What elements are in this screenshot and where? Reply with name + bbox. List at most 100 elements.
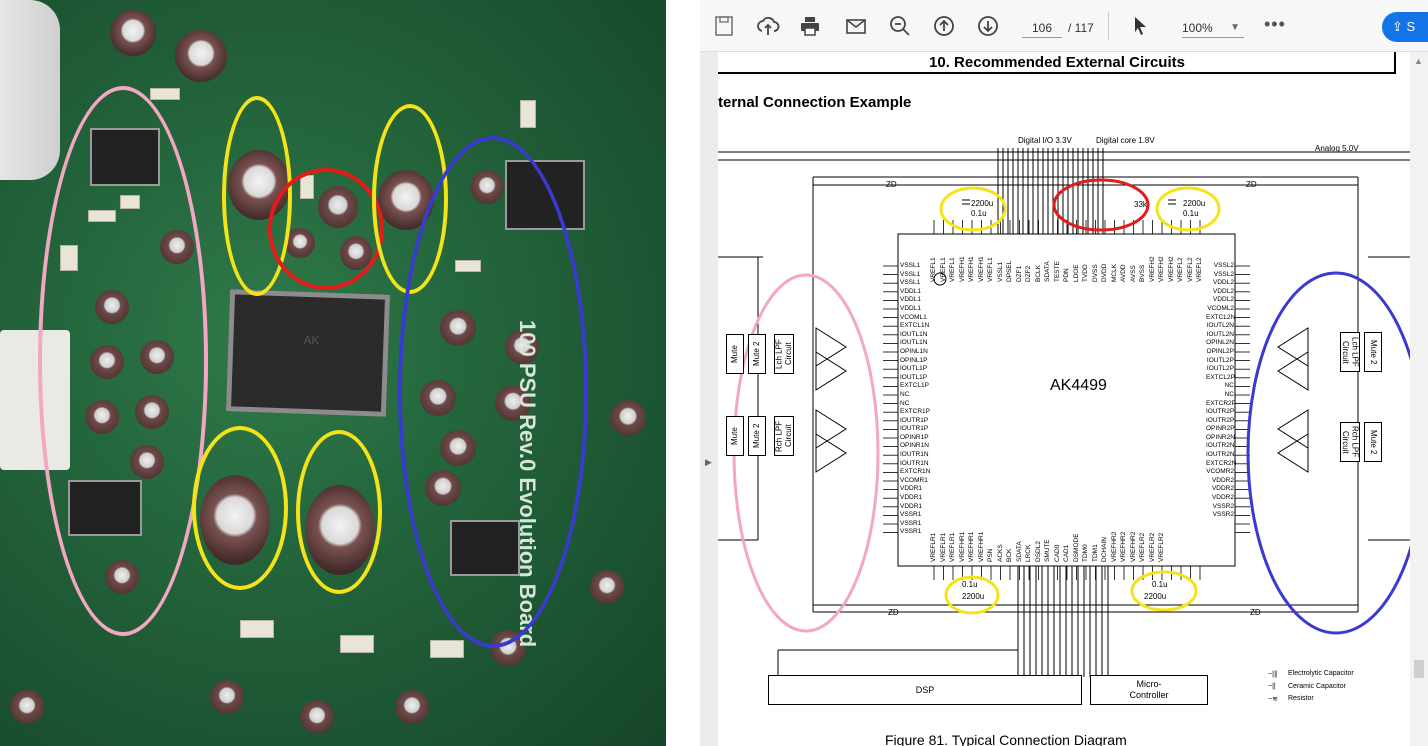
page-number-input[interactable]: 106 bbox=[1022, 18, 1062, 38]
pin-label: BVSS bbox=[1139, 264, 1146, 282]
block-mute2: Mute 2 bbox=[748, 334, 766, 374]
chip-marking: AK bbox=[303, 332, 320, 348]
cap-value-label: 0.1u bbox=[1183, 209, 1199, 218]
pin-label: VREFL2 bbox=[1196, 257, 1203, 282]
zoom-select[interactable]: 100% ▼ bbox=[1182, 18, 1244, 38]
smd-part bbox=[340, 635, 374, 653]
pin-label: VSSL1 bbox=[996, 261, 1004, 282]
block-mute2-right: Mute 2 bbox=[1364, 422, 1382, 462]
pin-label: DSMODE bbox=[1072, 533, 1080, 562]
pin-label: VDDR1 bbox=[900, 502, 923, 510]
pin-label: VSSR1 bbox=[900, 528, 922, 536]
page-up-icon[interactable] bbox=[932, 14, 956, 38]
pin-label: EXTCR1N bbox=[900, 468, 931, 476]
share-label: S bbox=[1406, 19, 1416, 34]
pin-label: IOUTR1P bbox=[900, 416, 929, 424]
legend-item: Electrolytic Capacitor bbox=[1288, 670, 1354, 677]
pin-label: VDDL2 bbox=[1213, 287, 1234, 295]
legend-ceramic-icon: −|| bbox=[1268, 683, 1276, 690]
pin-label: NC bbox=[1224, 382, 1234, 390]
sidebar-toggle[interactable]: ▶ bbox=[700, 52, 718, 746]
cursor-icon[interactable] bbox=[1128, 14, 1152, 38]
chevron-down-icon: ▼ bbox=[1230, 22, 1240, 33]
more-icon[interactable]: ••• bbox=[1264, 14, 1286, 34]
capacitor bbox=[590, 570, 624, 604]
block-lch-lpf: Lch LPF Circuit bbox=[774, 334, 794, 374]
mail-icon[interactable] bbox=[844, 14, 868, 38]
pin-label: VREFHR1 bbox=[968, 531, 975, 562]
pin-label: TVDD bbox=[1082, 264, 1089, 282]
pin-label: VREFH2 bbox=[1167, 256, 1175, 282]
pin-label: TDM0 bbox=[1082, 544, 1089, 562]
pin-label: IOUTL1P bbox=[900, 373, 928, 381]
pin-label: ACKS bbox=[996, 544, 1004, 562]
chevron-right-icon: ▶ bbox=[705, 457, 712, 467]
share-icon: ⇪ bbox=[1392, 19, 1403, 34]
zd-label: ZD bbox=[888, 608, 899, 617]
pink-ellipse bbox=[38, 86, 208, 636]
pin-label: CAD0 bbox=[1053, 544, 1061, 562]
scroll-thumb[interactable] bbox=[1414, 660, 1424, 678]
pin-label: VCOML1 bbox=[900, 313, 927, 321]
pin-label: EXTCR1P bbox=[900, 408, 930, 416]
pin-label: EXTCL2N bbox=[1206, 313, 1236, 321]
pin-label: VCOML2 bbox=[1207, 304, 1234, 312]
legend-item: Resistor bbox=[1288, 695, 1314, 702]
pin-label: DZF1 bbox=[1015, 265, 1023, 282]
pin-label: PDN bbox=[1063, 268, 1070, 282]
capacitor bbox=[175, 30, 227, 82]
schematic-drawing bbox=[718, 148, 1410, 677]
pin-label: OPINL1P bbox=[900, 356, 928, 364]
capacitor bbox=[300, 700, 334, 734]
block-mute: Mute bbox=[726, 416, 744, 456]
pin-label: OPINR1P bbox=[900, 433, 929, 441]
dsp-block: DSP bbox=[768, 675, 1082, 705]
pin-label: OPINL1N bbox=[900, 347, 928, 355]
pin-label: VREFL1 bbox=[930, 257, 937, 282]
print-icon[interactable] bbox=[798, 14, 822, 38]
pin-label: VREFHR1 bbox=[977, 531, 985, 562]
pin-label: IOUTL1N bbox=[900, 330, 928, 338]
pin-label: VDDL2 bbox=[1213, 296, 1234, 304]
share-button[interactable]: ⇪ S bbox=[1382, 12, 1428, 42]
save-icon[interactable] bbox=[712, 14, 736, 38]
pin-label: VREFH1 bbox=[968, 256, 975, 282]
resize-handle-icon[interactable]: ↗ bbox=[656, 730, 668, 746]
pin-label: VREFLR2 bbox=[1148, 532, 1156, 562]
zd-label: ZD bbox=[1246, 180, 1257, 189]
vertical-scrollbar[interactable]: ▲ bbox=[1410, 52, 1428, 746]
smd-part bbox=[520, 100, 536, 128]
pin-label: IOUTL2N bbox=[1206, 322, 1234, 330]
pin-label: VREFH2 bbox=[1158, 256, 1165, 282]
pin-label: VREFL1 bbox=[939, 257, 947, 282]
capacitor bbox=[10, 690, 44, 724]
page-down-icon[interactable] bbox=[976, 14, 1000, 38]
pin-label: VDDR1 bbox=[900, 494, 923, 502]
pin-label: VREFLR2 bbox=[1139, 532, 1146, 562]
block-rch-lpf-right: Rch LPF Circuit bbox=[1340, 422, 1360, 462]
pin-label: TDM1 bbox=[1091, 544, 1099, 562]
pin-label: NC bbox=[900, 399, 910, 407]
capacitor bbox=[110, 10, 156, 56]
toolbar-divider bbox=[1108, 12, 1109, 40]
red-ellipse bbox=[1052, 178, 1150, 232]
pin-label: VREFHR2 bbox=[1120, 531, 1127, 562]
block-mute2: Mute 2 bbox=[748, 416, 766, 456]
pin-label: DCHAIN bbox=[1101, 537, 1108, 562]
pin-label: VSSL1 bbox=[900, 270, 921, 278]
viewer-toolbar: 106 / 117 100% ▼ ••• ⇪ S bbox=[700, 0, 1428, 52]
pin-label: VDDR2 bbox=[1211, 476, 1234, 484]
legend-resistor-icon: −≋ bbox=[1268, 696, 1278, 703]
pin-label: VSSR1 bbox=[900, 511, 922, 519]
pin-label: SMUTE bbox=[1044, 539, 1051, 562]
zoom-out-icon[interactable] bbox=[888, 14, 912, 38]
pin-label: VREFL2 bbox=[1177, 257, 1184, 282]
pin-label: IOUTR1N bbox=[900, 451, 929, 459]
pin-label: VSSL2 bbox=[1213, 270, 1234, 278]
pin-label: DPSEL bbox=[1006, 260, 1013, 282]
pin-label: IOUTR2P bbox=[1206, 416, 1235, 424]
upload-icon[interactable] bbox=[756, 14, 780, 38]
